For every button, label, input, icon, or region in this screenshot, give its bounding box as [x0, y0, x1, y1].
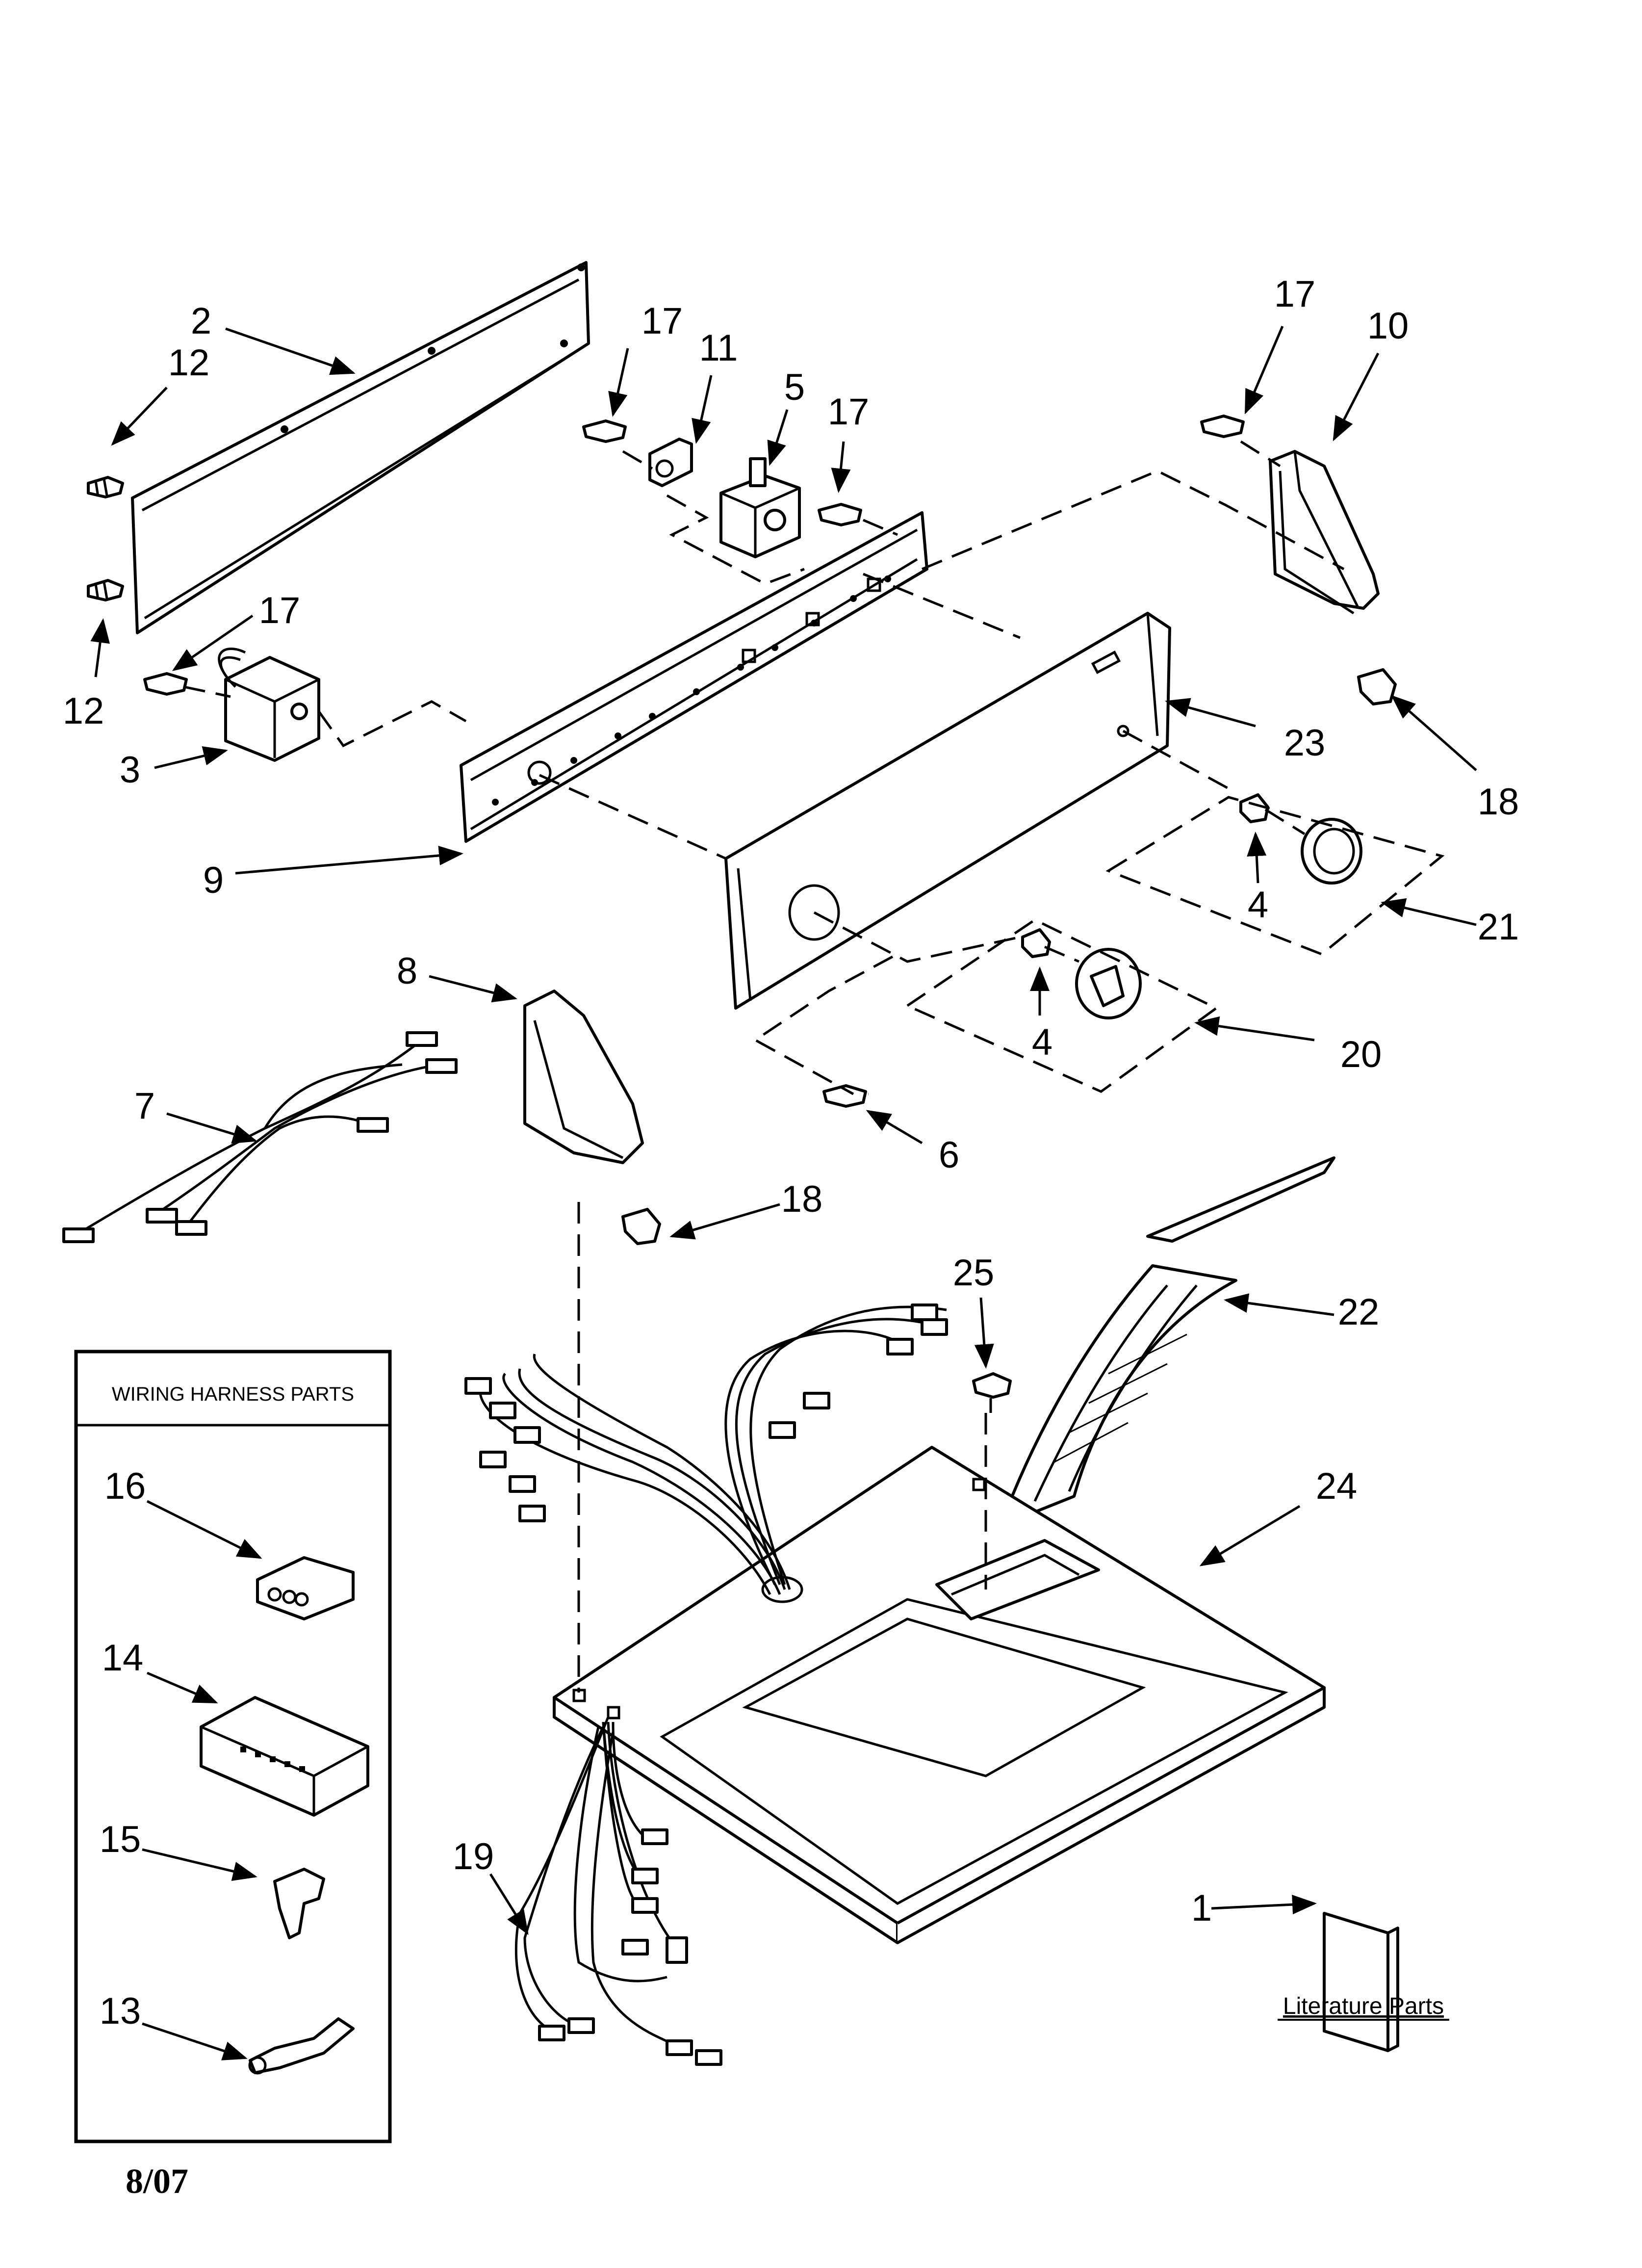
- callout-24: 24: [1316, 1465, 1358, 1507]
- part-24-top-panel: [553, 1446, 1326, 1944]
- part-21-knob: [1301, 818, 1362, 885]
- literature-parts-label: Literature Parts: [1283, 1993, 1444, 2019]
- part-25-screw: [972, 1372, 1012, 1413]
- wiring-box-title: WIRING HARNESS PARTS: [112, 1383, 354, 1405]
- callout-20: 20: [1340, 1034, 1382, 1075]
- callout-17: 17: [641, 300, 683, 342]
- part-12-screw-top: [87, 476, 124, 498]
- part-14-connector-block: [200, 1696, 369, 1817]
- callout-15: 15: [100, 1819, 141, 1860]
- part-23-control-console: [724, 612, 1171, 1010]
- part-18-clip-right: [1357, 668, 1397, 705]
- callout-8: 8: [397, 950, 417, 992]
- part-10-end-cap: [1269, 450, 1380, 615]
- part-7-wire-harness: [62, 1031, 458, 1243]
- wiring-harness-box: WIRING HARNESS PARTS: [74, 1350, 392, 2143]
- dashed-assembly-lines: [183, 440, 1445, 1693]
- callout-22: 22: [1338, 1291, 1380, 1333]
- part-19-wire-harness: [514, 1717, 722, 2066]
- part-13-terminal-pin: [248, 2017, 355, 2075]
- part-11-bracket: [648, 438, 693, 487]
- callout-12: 12: [168, 342, 210, 384]
- callout-17: 17: [828, 391, 870, 433]
- part-20-knob: [1075, 948, 1142, 1019]
- callout-16: 16: [104, 1465, 146, 1507]
- part-9-console-frame: [460, 511, 928, 843]
- part-15-terminal: [273, 1868, 325, 1939]
- callout-19: 19: [453, 1836, 494, 1877]
- part-4-clip-upper: [1239, 793, 1269, 823]
- part-17-screw-3: [143, 672, 188, 696]
- callout-labels: 2 12 12 17 11 5 17 17 10 17 3 9 23 18 4 …: [63, 273, 1519, 2032]
- callout-18: 18: [1478, 781, 1519, 823]
- revision-date: 8/07: [126, 2162, 188, 2201]
- callout-17: 17: [259, 590, 301, 631]
- part-16-connector: [256, 1556, 355, 1620]
- part-17-screw-1: [582, 419, 627, 443]
- part-18-clip-left: [621, 1208, 661, 1245]
- part-4-clip-lower: [1021, 928, 1051, 958]
- part-22-lint-screen-housing: [999, 1156, 1335, 1527]
- callout-1: 1: [1191, 1887, 1212, 1929]
- callout-21: 21: [1478, 906, 1519, 948]
- part-17-screw-4: [1200, 415, 1245, 438]
- part-8-end-cap: [523, 990, 644, 1164]
- callout-4: 4: [1032, 1021, 1052, 1063]
- callout-3: 3: [120, 749, 140, 791]
- callout-17: 17: [1274, 273, 1316, 315]
- part-5-rotary-switch: [719, 457, 801, 558]
- callout-23: 23: [1284, 722, 1326, 764]
- part-6-screw: [822, 1084, 867, 1108]
- part-2-rear-panel: [131, 261, 590, 634]
- callout-10: 10: [1367, 305, 1409, 347]
- callout-18: 18: [781, 1178, 823, 1220]
- callout-11: 11: [699, 327, 738, 369]
- callout-2: 2: [191, 300, 211, 342]
- callout-5: 5: [784, 366, 805, 408]
- callout-14: 14: [102, 1637, 144, 1679]
- callout-13: 13: [100, 1990, 141, 2032]
- part-17-screw-2: [818, 503, 862, 526]
- callout-6: 6: [939, 1134, 959, 1176]
- top-panel-wire-harness: [464, 1303, 948, 1603]
- part-1-literature-booklet: [1323, 1912, 1399, 2052]
- callout-25: 25: [953, 1252, 995, 1294]
- callout-4: 4: [1248, 884, 1268, 926]
- part-12-screw-bottom: [87, 579, 124, 601]
- callout-arrows: [90, 326, 1477, 2060]
- part-3-timer: [218, 648, 320, 762]
- callout-12: 12: [63, 690, 104, 732]
- callout-9: 9: [203, 860, 224, 901]
- callout-7: 7: [134, 1085, 155, 1127]
